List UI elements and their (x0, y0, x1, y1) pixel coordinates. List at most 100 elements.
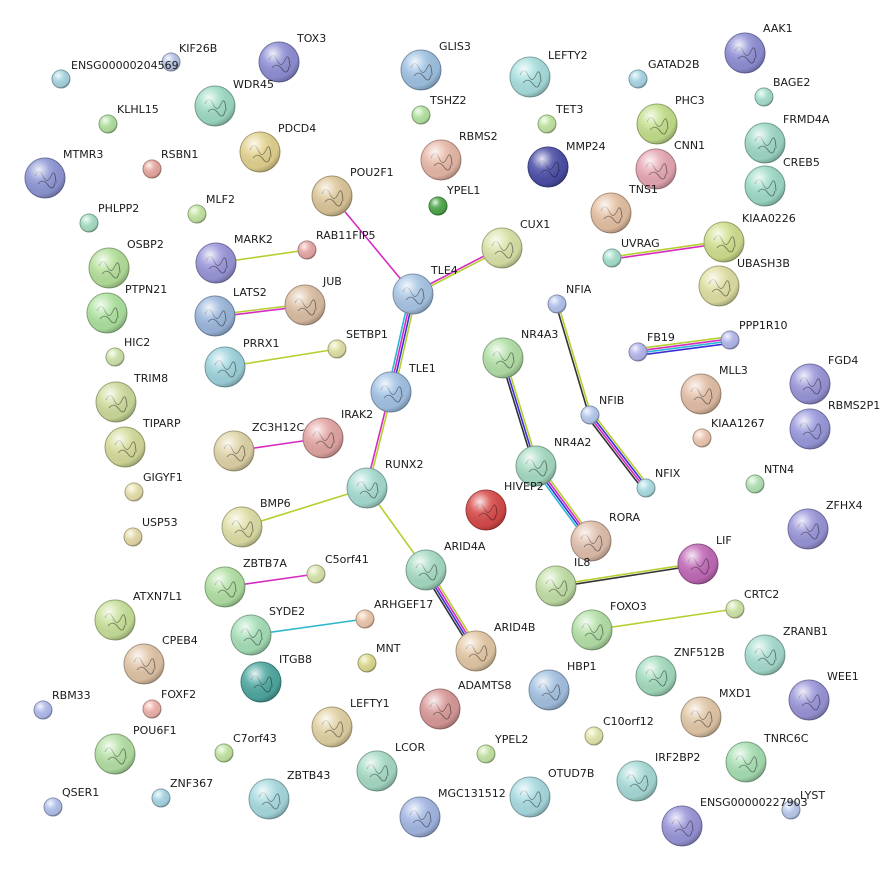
node-nfib[interactable]: NFIB (580, 394, 624, 425)
node-zbtb43[interactable]: ZBTB43 (248, 769, 330, 820)
node-gigyf1[interactable]: GIGYF1 (124, 471, 183, 502)
node-hic2[interactable]: HIC2 (105, 336, 150, 367)
node-zfhx4[interactable]: ZFHX4 (787, 499, 863, 550)
node-mtmr3[interactable]: MTMR3 (24, 148, 103, 199)
node-adamts8[interactable]: ADAMTS8 (419, 679, 512, 730)
node-mll3[interactable]: MLL3 (680, 364, 748, 415)
node-arhgef17[interactable]: ARHGEF17 (355, 598, 433, 629)
node-wee1[interactable]: WEE1 (788, 670, 859, 721)
node-ptpn21[interactable]: PTPN21 (86, 283, 167, 334)
node-pou6f1[interactable]: POU6F1 (94, 724, 177, 775)
node-aak1[interactable]: AAK1 (724, 22, 793, 74)
node-gatad2b[interactable]: GATAD2B (628, 58, 700, 89)
node-pou2f1[interactable]: POU2F1 (311, 166, 394, 217)
node-znf512b[interactable]: ZNF512B (635, 646, 725, 697)
node-c7orf43[interactable]: C7orf43 (214, 732, 277, 763)
node-tshz2[interactable]: TSHZ2 (411, 94, 467, 125)
node-trim8[interactable]: TRIM8 (95, 372, 168, 423)
node-znf367[interactable]: ZNF367 (151, 777, 213, 808)
node-c5orf41[interactable]: C5orf41 (306, 553, 369, 584)
node-nfia[interactable]: NFIA (547, 283, 592, 314)
node-tle1[interactable]: TLE1 (370, 362, 436, 413)
node-qser1[interactable]: QSER1 (43, 786, 99, 817)
node-glis3[interactable]: GLIS3 (400, 40, 471, 91)
node-tox3[interactable]: TOX3 (258, 32, 326, 83)
node-usp53[interactable]: USP53 (123, 516, 178, 547)
node-hivep2[interactable]: HIVEP2 (465, 480, 544, 531)
node-creb5[interactable]: CREB5 (744, 156, 820, 207)
node-zc3h12c[interactable]: ZC3H12C (213, 421, 304, 472)
node-tiparp[interactable]: TIPARP (104, 417, 181, 468)
node-setbp1[interactable]: SETBP1 (327, 328, 388, 359)
node-itgb8[interactable]: ITGB8 (240, 653, 312, 703)
node-crtc2[interactable]: CRTC2 (725, 588, 779, 619)
node-phc3[interactable]: PHC3 (636, 94, 705, 145)
node-bage2[interactable]: BAGE2 (754, 76, 810, 107)
node-bmp6[interactable]: BMP6 (221, 497, 291, 548)
node-lif[interactable]: LIF (677, 534, 732, 585)
node-c10orf12[interactable]: C10orf12 (584, 715, 654, 746)
node-kiaa0226[interactable]: KIAA0226 (703, 212, 796, 263)
node-pdcd4[interactable]: PDCD4 (239, 122, 316, 173)
node-atxn7l1[interactable]: ATXN7L1 (94, 590, 182, 641)
node-nr4a2[interactable]: NR4A2 (515, 436, 591, 487)
node-nfix[interactable]: NFIX (636, 467, 681, 498)
node-zranb1[interactable]: ZRANB1 (744, 625, 828, 676)
node-fgd4[interactable]: FGD4 (789, 354, 858, 405)
node-foxo3[interactable]: FOXO3 (571, 600, 647, 651)
node-tnrc6c[interactable]: TNRC6C (725, 732, 809, 783)
node-mnt[interactable]: MNT (357, 642, 401, 673)
node-tns1[interactable]: TNS1 (590, 183, 658, 234)
node-cpeb4[interactable]: CPEB4 (123, 634, 198, 685)
node-zbtb7a[interactable]: ZBTB7A (204, 557, 287, 608)
node-mxd1[interactable]: MXD1 (680, 687, 752, 738)
node-ntn4[interactable]: NTN4 (745, 463, 794, 494)
node-rora[interactable]: RORA (570, 511, 640, 562)
node-irf2bp2[interactable]: IRF2BP2 (616, 751, 700, 802)
node-prrx1[interactable]: PRRX1 (204, 337, 279, 388)
node-rbm33[interactable]: RBM33 (33, 689, 91, 720)
node-tet3[interactable]: TET3 (537, 103, 583, 134)
node-jub[interactable]: JUB (284, 275, 342, 326)
node-mgc131512[interactable]: MGC131512 (399, 787, 506, 838)
node-rbms2[interactable]: RBMS2 (420, 130, 498, 181)
node-lefty2[interactable]: LEFTY2 (509, 49, 588, 98)
node-cux1[interactable]: CUX1 (481, 218, 550, 269)
node-foxf2[interactable]: FOXF2 (142, 688, 196, 719)
node-klhl15[interactable]: KLHL15 (98, 103, 159, 134)
node-mlf2[interactable]: MLF2 (187, 193, 235, 224)
node-ppp1r10[interactable]: PPP1R10 (720, 319, 788, 350)
node-osbp2[interactable]: OSBP2 (88, 238, 164, 289)
node-frmd4a[interactable]: FRMD4A (744, 113, 830, 164)
node-otud7b[interactable]: OTUD7B (509, 767, 594, 818)
node-arid4a[interactable]: ARID4A (405, 540, 486, 591)
node-lcor[interactable]: LCOR (356, 741, 425, 792)
node-rab11fip5[interactable]: RAB11FIP5 (297, 229, 375, 260)
node-ypel1[interactable]: YPEL1 (428, 184, 480, 216)
node-nr4a3[interactable]: NR4A3 (482, 328, 558, 379)
node-irak2[interactable]: IRAK2 (302, 408, 373, 459)
node-ypel2[interactable]: YPEL2 (476, 733, 528, 764)
node-mark2[interactable]: MARK2 (195, 233, 273, 284)
node-ubash3b[interactable]: UBASH3B (698, 257, 790, 307)
node-wdr45[interactable]: WDR45 (194, 78, 274, 127)
node-mmp24[interactable]: MMP24 (527, 140, 606, 188)
node-ensg00000204569[interactable]: ENSG00000204569 (51, 59, 179, 89)
node-fb19[interactable]: FB19 (628, 331, 675, 362)
node-lyst[interactable]: LYST (781, 789, 825, 820)
node-il8[interactable]: IL8 (535, 556, 590, 607)
node-hbp1[interactable]: HBP1 (528, 660, 596, 711)
node-arid4b[interactable]: ARID4B (455, 621, 535, 672)
node-ensg00000227903[interactable]: ENSG00000227903 (661, 796, 808, 847)
node-kif26b[interactable]: KIF26B (161, 42, 217, 72)
node-phlpp2[interactable]: PHLPP2 (79, 202, 139, 233)
node-rbms2p1[interactable]: RBMS2P1 (789, 399, 880, 450)
node-cnn1[interactable]: CNN1 (635, 139, 705, 190)
node-syde2[interactable]: SYDE2 (230, 605, 305, 656)
node-tle4[interactable]: TLE4 (392, 264, 458, 315)
node-runx2[interactable]: RUNX2 (346, 458, 423, 509)
node-kiaa1267[interactable]: KIAA1267 (692, 417, 765, 448)
node-lefty1[interactable]: LEFTY1 (311, 697, 390, 748)
node-lats2[interactable]: LATS2 (194, 286, 267, 337)
node-rsbn1[interactable]: RSBN1 (142, 148, 198, 179)
